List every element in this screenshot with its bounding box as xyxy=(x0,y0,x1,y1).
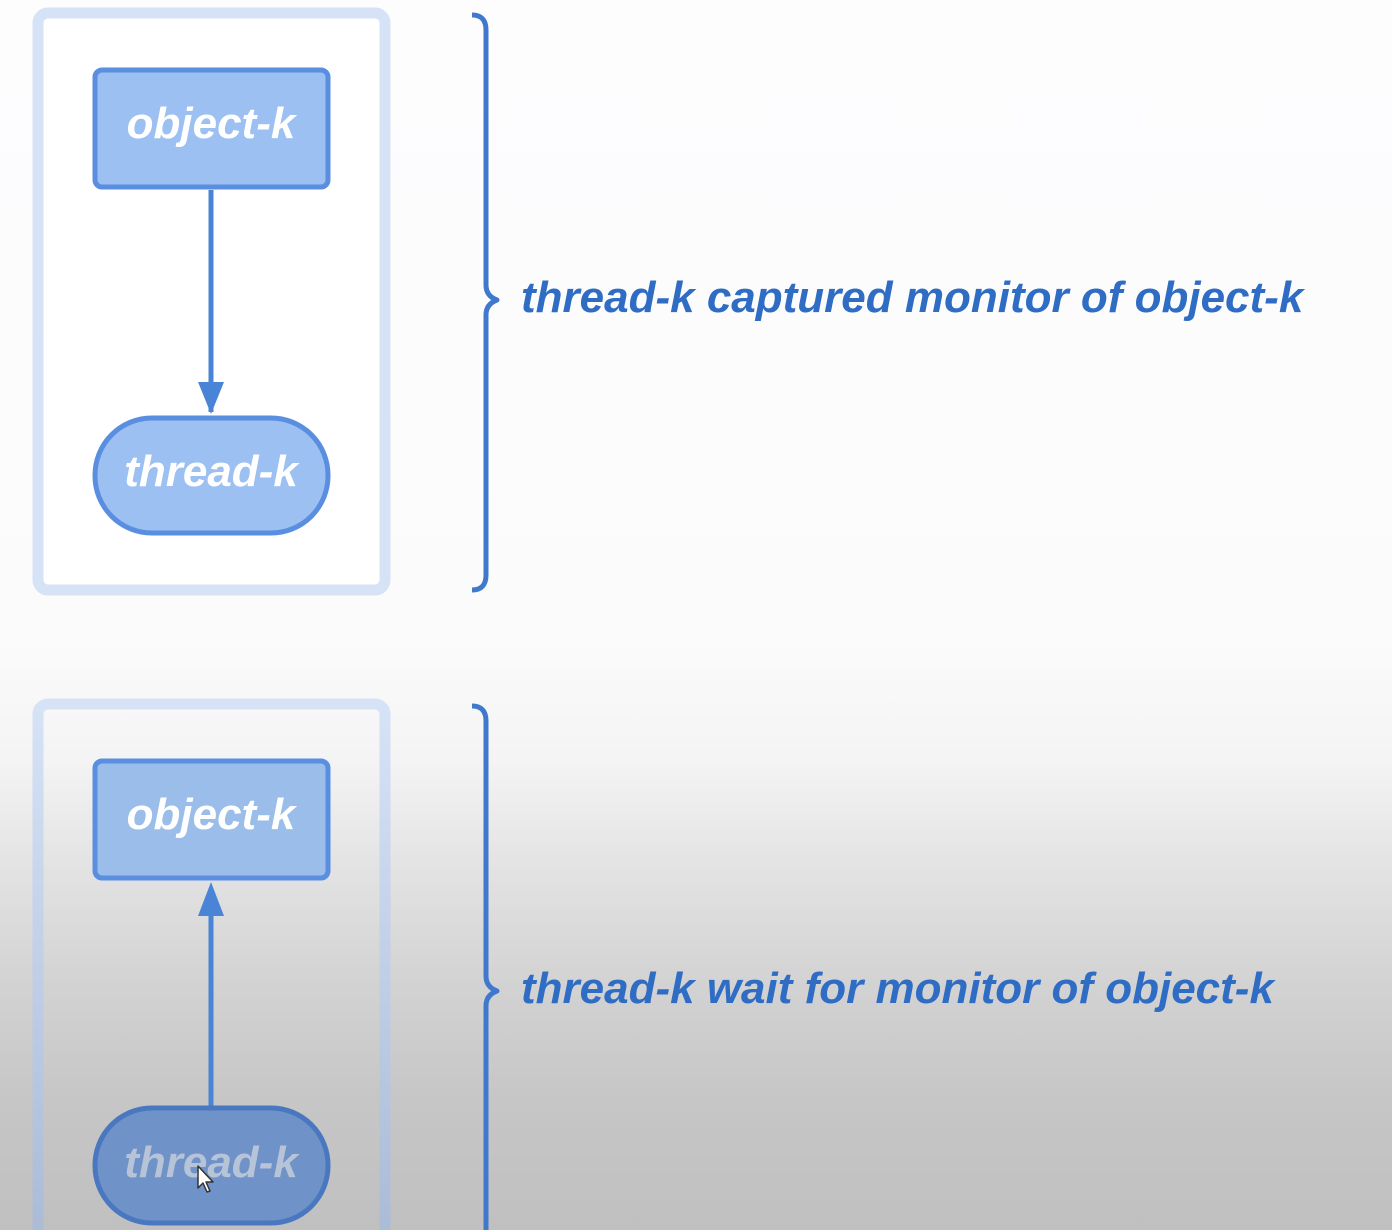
top-object-label: object-k xyxy=(127,99,298,148)
bottom-object-box xyxy=(92,758,331,881)
top-caption: thread-k captured monitor of object-k xyxy=(521,273,1306,322)
bottom-object-node: object-k xyxy=(92,758,331,881)
top-arrowhead xyxy=(198,382,224,414)
bottom-thread-label: thread-k xyxy=(124,1138,300,1187)
top-object-box xyxy=(92,67,331,190)
bottom-arrowhead xyxy=(198,882,224,916)
top-thread-node: thread-k xyxy=(92,415,331,536)
bottom-object-label: object-k xyxy=(127,790,298,839)
bottom-panel: object-k thread-k thread-k wait for moni… xyxy=(32,698,1276,1230)
top-thread-pill xyxy=(92,415,331,536)
bottom-frame xyxy=(32,698,391,1230)
top-thread-label: thread-k xyxy=(124,447,300,496)
top-object-node: object-k xyxy=(92,67,331,190)
bottom-thread-pill xyxy=(92,1105,331,1226)
top-curly-brace xyxy=(471,12,500,593)
bottom-caption: thread-k wait for monitor of object-k xyxy=(521,964,1276,1013)
bottom-curly-brace xyxy=(471,703,500,1230)
top-panel: object-k thread-k thread-k captured moni… xyxy=(32,7,1306,596)
bottom-thread-node: thread-k xyxy=(92,1105,331,1226)
pointer-cursor-icon xyxy=(197,1165,214,1193)
